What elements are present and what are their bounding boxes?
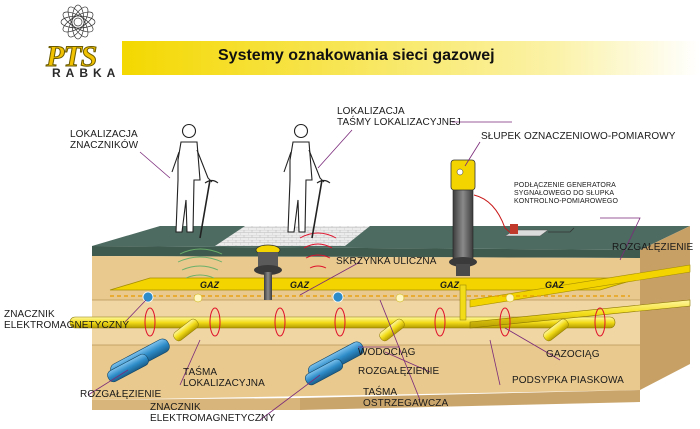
label-tasma-ostrzegawcza: TAŚMA OSTRZEGAWCZA — [363, 387, 448, 409]
label-line: PODŁĄCZENIE GENERATORA — [514, 182, 616, 189]
label-lokalizacja-tasmy: LOKALIZACJA TAŚMY LOKALIZACYJNEJ — [337, 106, 461, 128]
label-line: TAŚMA — [363, 387, 398, 398]
tape-text-4: GAZ — [545, 280, 565, 290]
gas-pipeline — [69, 284, 691, 342]
tape-text-3: GAZ — [440, 280, 460, 290]
label-znacznik-left: ZNACZNIK ELEKTROMAGNETYCZNY — [4, 309, 129, 331]
person-left — [171, 123, 219, 239]
label-line: TAŚMY LOKALIZACYJNEJ — [337, 117, 461, 128]
label-line: SYGNAŁOWEGO DO SŁUPKA — [514, 190, 615, 197]
label-skrzynka: SKRZYNKA ULICZNA — [336, 256, 437, 267]
ground-block — [92, 226, 690, 410]
water-pipes — [107, 338, 364, 386]
tape-text-1: GAZ — [200, 280, 220, 290]
label-znacznik-bottom: ZNACZNIK ELEKTROMAGNETYCZNY — [150, 402, 275, 424]
logo-city: RABKA — [52, 66, 121, 80]
label-line: LOKALIZACJA — [337, 106, 405, 117]
logo-mark: PTS — [45, 40, 97, 74]
label-line: LOKALIZACYJNA — [183, 378, 265, 389]
marker-post — [449, 159, 575, 276]
label-line: ZNACZNIKÓW — [70, 140, 139, 151]
page-title: Systemy oznakowania sieci gazowej — [218, 47, 495, 64]
label-rozgalezienie-center: ROZGAŁĘZIENIE — [358, 366, 440, 377]
label-line: OSTRZEGAWCZA — [363, 398, 449, 409]
label-podsypka: PODSYPKA PIASKOWA — [512, 375, 624, 386]
label-line: KONTROLNO-POMIAROWEGO — [514, 198, 618, 205]
tape-text-2: GAZ — [290, 280, 310, 290]
label-generator: PODŁĄCZENIE GENERATORA SYGNAŁOWEGO DO SŁ… — [514, 182, 618, 206]
label-rozgalezienie-left: ROZGAŁĘZIENIE — [80, 389, 162, 400]
label-line: LOKALIZACJA — [70, 129, 138, 140]
label-line: ELEKTROMAGNETYCZNY — [4, 320, 130, 331]
marker-rings — [144, 307, 606, 337]
label-line: TAŚMA — [183, 367, 218, 378]
label-line: ZNACZNIK — [4, 309, 55, 320]
title-banner — [122, 41, 700, 75]
label-gazociag: GAZOCIĄG — [546, 349, 600, 360]
leader-lines — [87, 121, 641, 421]
label-rozgalezienie-right: ROZGAŁĘZIENIE — [612, 242, 694, 253]
em-markers — [142, 291, 515, 303]
signal-waves-green — [177, 248, 223, 279]
signal-waves-red — [299, 232, 337, 269]
label-slupek: SŁUPEK OZNACZENIOWO-POMIAROWY — [481, 131, 676, 142]
label-wodociag: WODOCIĄG — [358, 347, 416, 358]
street-box — [254, 244, 282, 300]
person-right — [283, 123, 331, 239]
label-lokalizacja-znacznikow: LOKALIZACJA ZNACZNIKÓW — [70, 129, 138, 151]
pts-logo — [60, 4, 96, 40]
label-line: ELEKTROMAGNETYCZNY — [150, 413, 276, 424]
label-line: ZNACZNIK — [150, 402, 201, 413]
label-tasma-lokalizacyjna: TAŚMA LOKALIZACYJNA — [183, 367, 265, 389]
